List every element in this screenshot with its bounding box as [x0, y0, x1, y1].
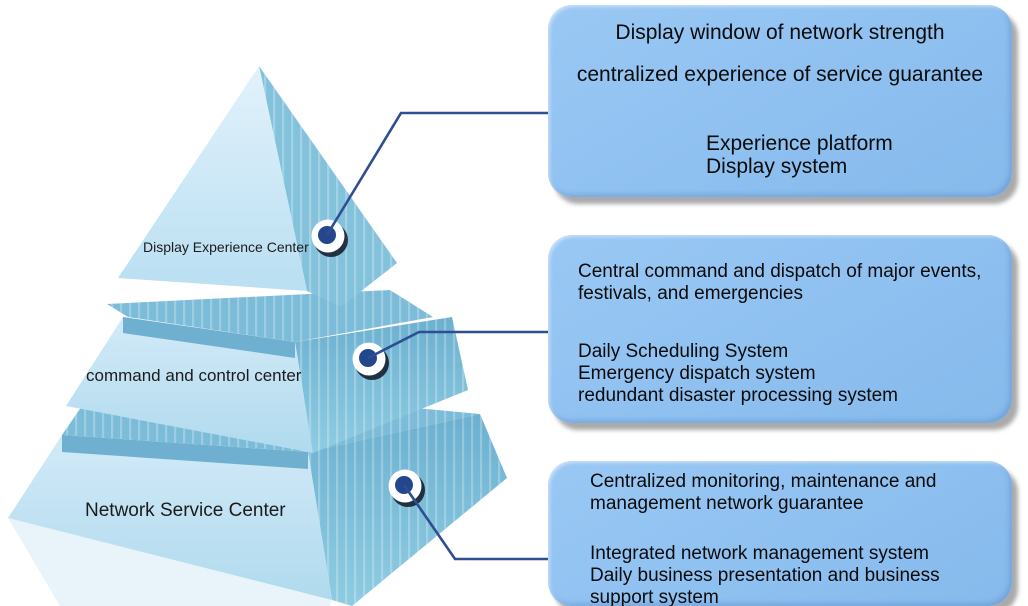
- pyramid-label-command-and-control-center: command and control center: [86, 366, 302, 385]
- callout2-heading-line2: festivals, and emergencies: [578, 283, 803, 304]
- callout2-heading-line1: Central command and dispatch of major ev…: [578, 261, 982, 282]
- tier3-front-face: [8, 435, 332, 600]
- connector-line-2: [367, 330, 552, 360]
- tier3-base-skirt: [8, 518, 332, 606]
- callout1-system-line2: Display system: [706, 155, 848, 178]
- callout3-heading-line2: management network guarantee: [590, 493, 864, 514]
- callout1-systems: Experience platform Display system: [706, 132, 1012, 178]
- tier3-side-face-texture: [308, 414, 507, 606]
- connector-line-3: [402, 484, 556, 561]
- callout3-systems: Integrated network management system Dai…: [590, 543, 994, 606]
- callout2-system-line1: Daily Scheduling System: [578, 341, 789, 362]
- tier2-edge-band: [123, 317, 295, 358]
- callout-box-display-experience: Display window of network strength centr…: [548, 5, 1012, 197]
- tier1-front-face: [118, 66, 307, 291]
- callout3-heading-line1: Centralized monitoring, maintenance and: [590, 471, 937, 492]
- callout2-system-line2: Emergency dispatch system: [578, 363, 816, 384]
- tier1-side-face-texture: [259, 66, 397, 307]
- callout-box-command-control: Central command and dispatch of major ev…: [548, 235, 1012, 423]
- marker-dot-2: [352, 342, 389, 380]
- callout1-system-line1: Experience platform: [706, 132, 893, 155]
- callout1-heading-line1: Display window of network strength: [615, 21, 945, 44]
- tier2-side-face-texture: [295, 317, 468, 453]
- callout3-system-line3: support system: [590, 587, 719, 606]
- pyramid-label-network-service-center: Network Service Center: [85, 500, 286, 521]
- callout2-system-line3: redundant disaster processing system: [578, 385, 898, 406]
- tier2-top-face-texture: [107, 290, 433, 342]
- pyramid-label-display-experience-center: Display Experience Center: [143, 239, 309, 255]
- marker-dot-1: [311, 219, 348, 257]
- callout1-heading-line2: centralized experience of service guaran…: [576, 63, 984, 86]
- tier3-edge-band: [62, 435, 308, 469]
- connector-line-1: [325, 111, 552, 236]
- callout2-systems: Daily Scheduling System Emergency dispat…: [578, 341, 994, 407]
- callout3-system-line2: Daily business presentation and business: [590, 565, 940, 586]
- callout-box-network-service: Centralized monitoring, maintenance and …: [548, 461, 1012, 606]
- callout3-system-line1: Integrated network management system: [590, 543, 930, 564]
